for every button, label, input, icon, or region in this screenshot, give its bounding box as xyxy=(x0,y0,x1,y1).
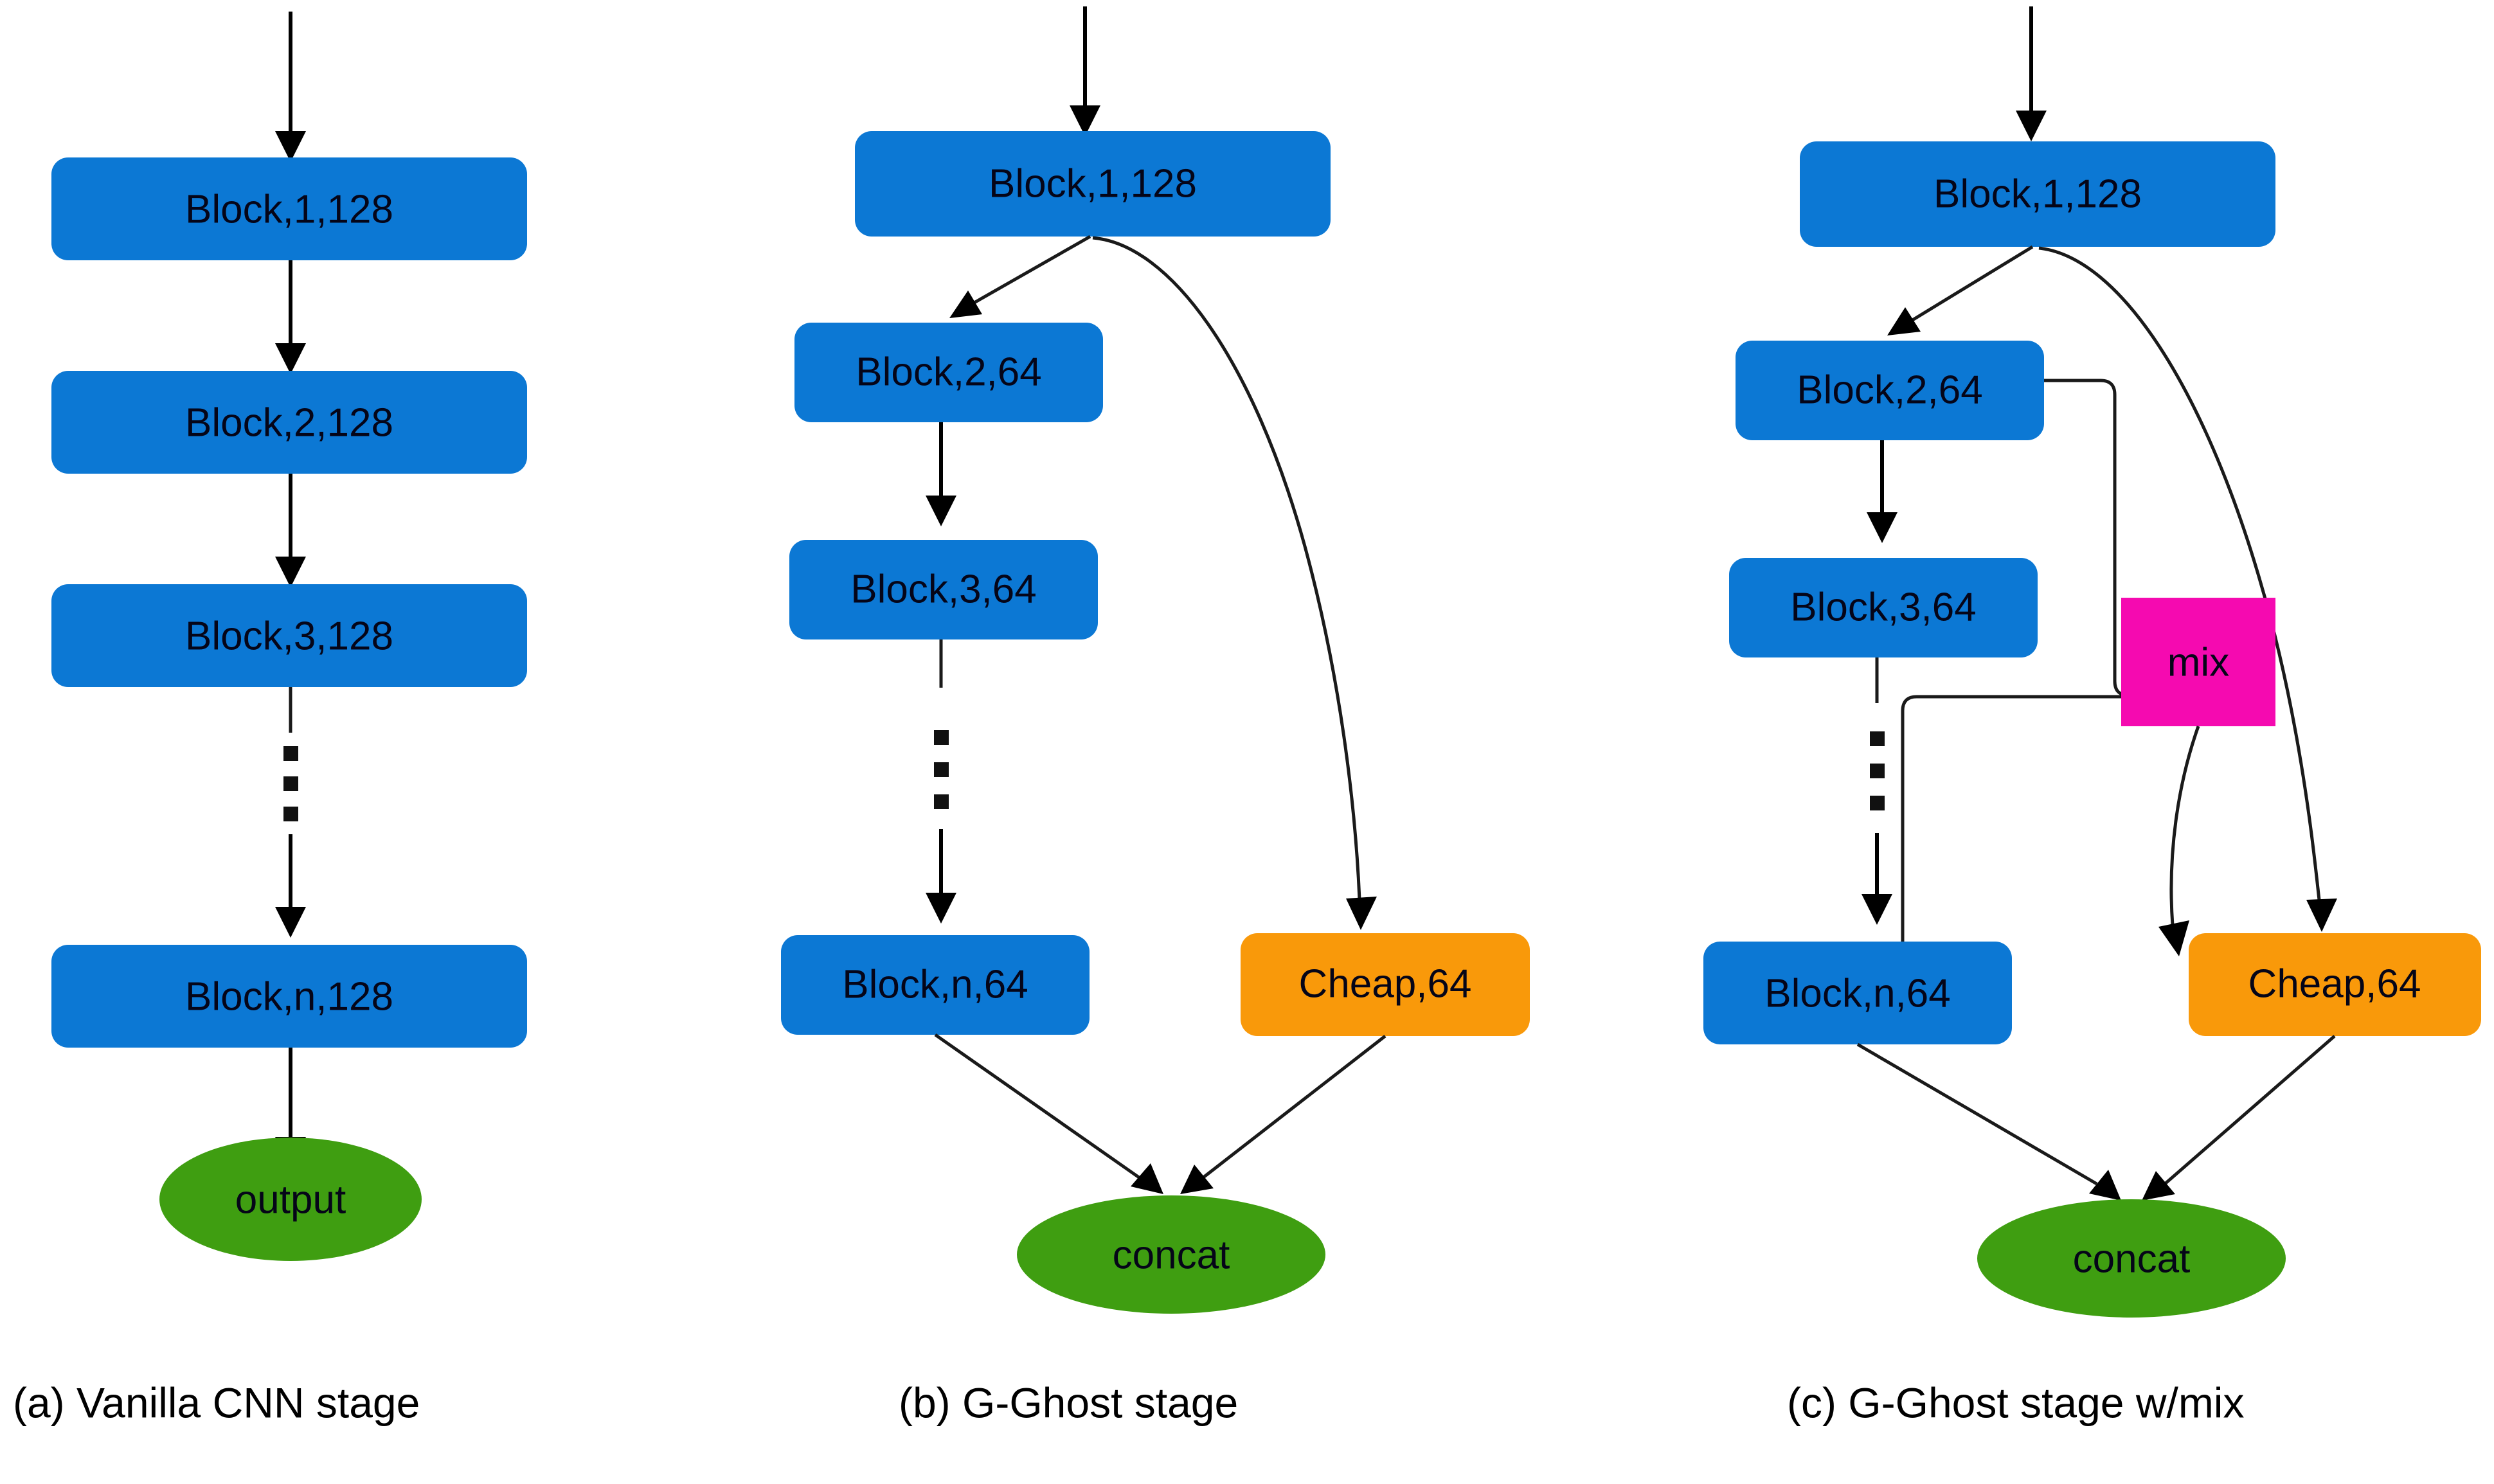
node-c-cheap[interactable]: Cheap,64 xyxy=(2189,933,2481,1036)
ellipsis-dot xyxy=(934,794,949,809)
node-c-concat[interactable]: concat xyxy=(1977,1199,2286,1318)
arrowhead-icon xyxy=(1887,307,1921,335)
edge-b-input xyxy=(1070,6,1100,136)
caption-a: (a) Vanilla CNN stage xyxy=(13,1379,420,1426)
node-b-concat[interactable]: concat xyxy=(1017,1195,1325,1314)
arrowhead-icon xyxy=(926,496,956,526)
node-a-blockn[interactable]: Block,n,128 xyxy=(51,945,527,1048)
arrowhead-icon xyxy=(949,291,982,318)
node-c-mix[interactable]: mix xyxy=(2121,598,2275,726)
arrowhead-icon xyxy=(1070,105,1100,136)
node-c-blockn[interactable]: Block,n,64 xyxy=(1703,942,2012,1044)
node-c-block3[interactable]: Block,3,64 xyxy=(1729,558,2038,657)
arrowhead-icon xyxy=(275,343,306,374)
edge-b-2-3 xyxy=(926,422,956,526)
arrowhead-icon xyxy=(275,557,306,587)
arrowhead-icon xyxy=(2142,1171,2175,1201)
edge-c-n-concat xyxy=(1856,1042,2121,1201)
edge-c-1-cheap xyxy=(2038,246,2337,932)
mix-box[interactable] xyxy=(2121,598,2275,726)
output-ellipse[interactable] xyxy=(159,1138,422,1261)
block-box[interactable] xyxy=(1800,141,2275,247)
arrowhead-icon xyxy=(1867,512,1897,543)
ellipsis-dot xyxy=(1870,731,1885,746)
block-box[interactable] xyxy=(781,935,1090,1035)
edge-c-mix-cheap xyxy=(2158,726,2200,956)
node-b-block1[interactable]: Block,1,128 xyxy=(855,131,1331,237)
edge-c-1-2 xyxy=(1887,245,2034,335)
edge-c-cheap-concat xyxy=(2142,1035,2336,1201)
block-box[interactable] xyxy=(51,945,527,1048)
arrowhead-icon xyxy=(1346,897,1377,930)
node-b-cheap[interactable]: Cheap,64 xyxy=(1241,933,1530,1036)
edge-b-1-2 xyxy=(949,235,1091,318)
arrowhead-icon xyxy=(1862,894,1892,925)
ellipsis-dot xyxy=(283,807,298,821)
node-c-block2[interactable]: Block,2,64 xyxy=(1736,341,2044,440)
block-box[interactable] xyxy=(855,131,1331,237)
cheap-box[interactable] xyxy=(2189,933,2481,1036)
block-box[interactable] xyxy=(51,371,527,474)
arrowhead-icon xyxy=(2158,920,2189,956)
edge-c-input xyxy=(2016,6,2047,141)
arrowhead-icon xyxy=(1180,1165,1214,1194)
edge-c-2-3 xyxy=(1867,440,1897,543)
edge-b-cheap-concat xyxy=(1180,1035,1386,1194)
edge-a-1-2 xyxy=(275,260,306,374)
ellipsis-dot xyxy=(934,730,949,745)
arrowhead-icon xyxy=(275,907,306,938)
edge-b-n-concat xyxy=(934,1033,1163,1194)
node-a-output[interactable]: output xyxy=(159,1138,422,1261)
ellipsis-b xyxy=(926,639,956,924)
panel-b: Block,1,128 Block,2,64 xyxy=(781,6,1530,1426)
node-b-block3[interactable]: Block,3,64 xyxy=(789,540,1098,639)
ellipsis-dot xyxy=(283,746,298,761)
arrowhead-icon xyxy=(2306,898,2337,932)
edge-b-1-cheap xyxy=(1092,236,1377,930)
ellipsis-dot xyxy=(283,776,298,791)
node-a-block3[interactable]: Block,3,128 xyxy=(51,584,527,687)
block-box[interactable] xyxy=(1703,942,2012,1044)
arrowhead-icon xyxy=(275,131,306,162)
ellipsis-c xyxy=(1862,657,1892,925)
concat-ellipse[interactable] xyxy=(1017,1195,1325,1314)
ellipsis-dot xyxy=(934,762,949,777)
arrowhead-icon xyxy=(926,893,956,924)
arrowhead-icon xyxy=(2016,111,2047,141)
cheap-box[interactable] xyxy=(1241,933,1530,1036)
ellipsis-a xyxy=(275,687,306,938)
ellipsis-dot xyxy=(1870,764,1885,778)
arrowhead-icon xyxy=(2089,1170,2121,1201)
block-box[interactable] xyxy=(1736,341,2044,440)
panel-a: Block,1,128 Block,2,128 Block,3,128 xyxy=(13,12,527,1426)
block-box[interactable] xyxy=(51,157,527,260)
concat-ellipse[interactable] xyxy=(1977,1199,2286,1318)
edge-a-input xyxy=(275,12,306,162)
edge-a-2-3 xyxy=(275,474,306,587)
caption-b: (b) G-Ghost stage xyxy=(899,1379,1238,1426)
node-c-block1[interactable]: Block,1,128 xyxy=(1800,141,2275,247)
node-b-blockn[interactable]: Block,n,64 xyxy=(781,935,1090,1035)
block-box[interactable] xyxy=(1729,558,2038,657)
ellipsis-dot xyxy=(1870,796,1885,810)
node-b-block2[interactable]: Block,2,64 xyxy=(794,323,1103,422)
caption-c: (c) G-Ghost stage w/mix xyxy=(1787,1379,2244,1426)
block-box[interactable] xyxy=(789,540,1098,639)
node-a-block2[interactable]: Block,2,128 xyxy=(51,371,527,474)
panel-c: Block,1,128 Block,2,64 xyxy=(1703,6,2481,1426)
node-a-block1[interactable]: Block,1,128 xyxy=(51,157,527,260)
block-box[interactable] xyxy=(794,323,1103,422)
arrowhead-icon xyxy=(1131,1163,1163,1194)
block-box[interactable] xyxy=(51,584,527,687)
